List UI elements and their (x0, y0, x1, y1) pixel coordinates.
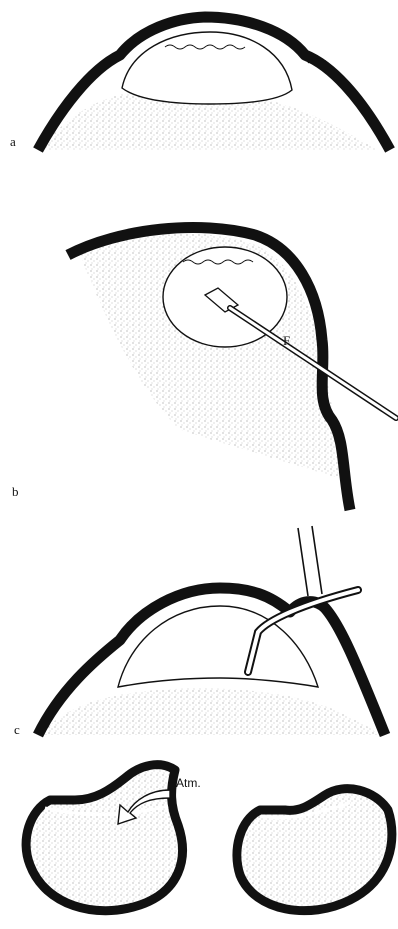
panel-a-dome (122, 32, 292, 104)
panel-c-stipple (40, 688, 380, 735)
panel-d-annotation: Atm. (176, 776, 201, 790)
panel-c-tube (298, 526, 322, 596)
panel-d-right-globe (237, 789, 392, 911)
panel-a: a (10, 17, 390, 150)
panel-d-left-globe (26, 765, 182, 911)
panel-b-instrument-label: F (283, 333, 290, 348)
panel-b: F b (12, 228, 396, 510)
panel-b-label: b (12, 484, 19, 499)
panel-a-label: a (10, 134, 16, 149)
panel-d: Atm. (26, 765, 392, 911)
panel-c: c (14, 526, 385, 737)
panel-c-label: c (14, 722, 20, 737)
